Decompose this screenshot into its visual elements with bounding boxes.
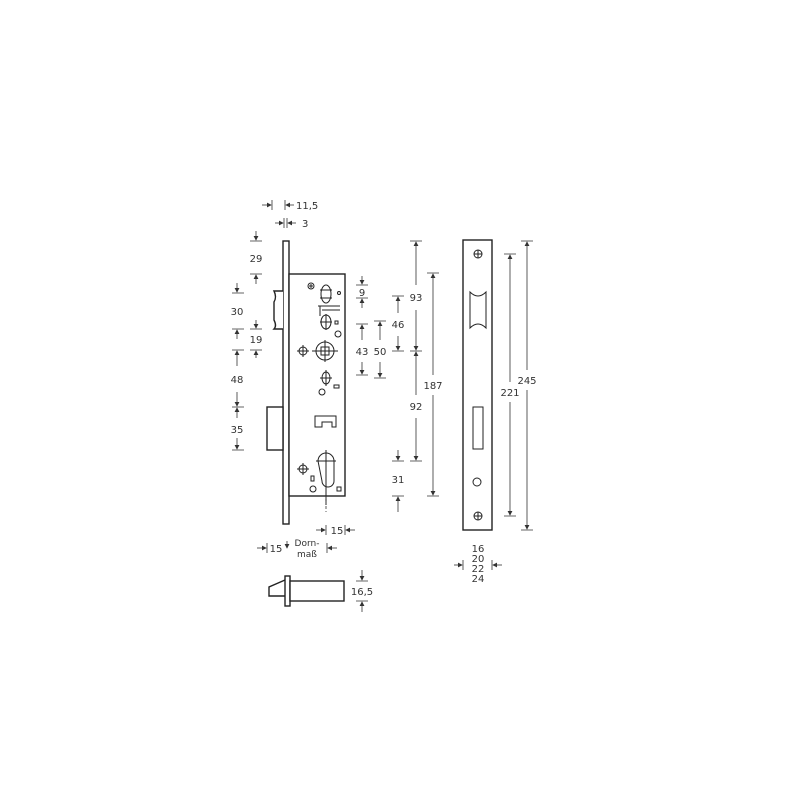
dim-50: 50 [374, 347, 387, 358]
lock-internals [297, 282, 342, 505]
dim-11-5: 11,5 [296, 201, 318, 212]
strike-width-24: 24 [472, 574, 485, 585]
strike-plate [462, 239, 493, 531]
dim-48: 48 [231, 375, 244, 386]
dim-35: 35 [231, 425, 244, 436]
dim-46: 46 [392, 320, 405, 331]
dornmass-label-1: Dorn- [295, 539, 320, 549]
dim-93: 93 [410, 293, 423, 304]
strike-width-22: 22 [472, 564, 485, 575]
dim-221: 221 [500, 388, 519, 399]
dim-15-faceplate: 15 [270, 544, 283, 555]
mortise-lock [266, 240, 346, 525]
dim-187: 187 [423, 381, 442, 392]
dornmass-label-2: maß [297, 550, 317, 560]
dim-3: 3 [302, 219, 308, 230]
dim-19: 19 [250, 335, 263, 346]
strike-width-20: 20 [472, 554, 485, 565]
dim-245: 245 [517, 376, 536, 387]
dim-9: 9 [359, 288, 365, 299]
faceplate [282, 240, 290, 525]
dim-16-5: 16,5 [351, 587, 373, 598]
dimension-lines [232, 200, 533, 612]
dimension-labels: 11,5 3 29 30 19 48 35 9 46 43 50 93 92 1… [231, 201, 537, 598]
strike-width-16: 16 [472, 544, 485, 555]
dim-92: 92 [410, 402, 423, 413]
dim-15-cylinder: 15 [331, 526, 344, 537]
latch [272, 290, 283, 330]
dim-30: 30 [231, 307, 244, 318]
dim-31: 31 [392, 475, 405, 486]
dim-43: 43 [356, 347, 369, 358]
bolt-side-view [268, 575, 345, 607]
dim-29: 29 [250, 254, 263, 265]
deadbolt [266, 406, 284, 451]
